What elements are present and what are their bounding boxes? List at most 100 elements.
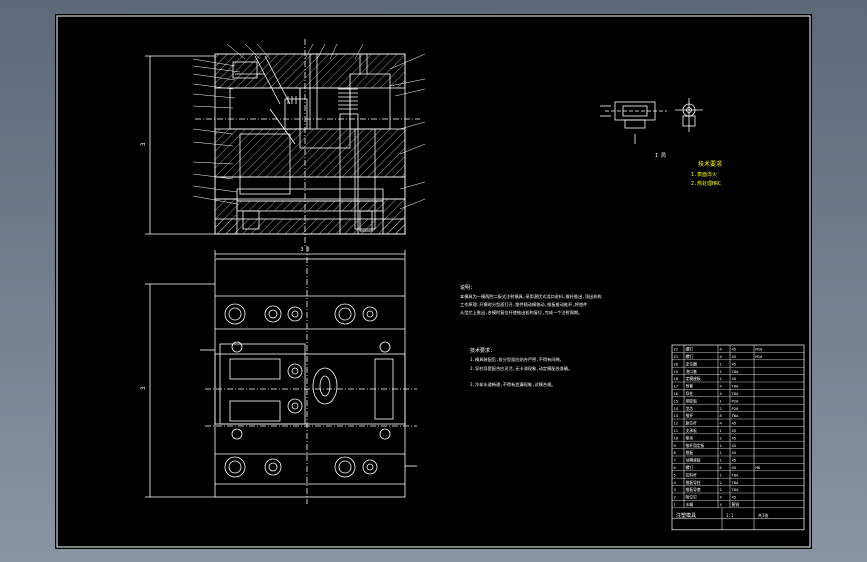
- bom-cell: 11: [674, 428, 679, 433]
- bom-cell: M10: [756, 354, 764, 359]
- bom-cell: 推杆固定板: [686, 443, 705, 448]
- bom-cell: 4: [720, 384, 723, 389]
- bom-cell: 22: [674, 347, 679, 352]
- bom-cell: 推板: [686, 450, 694, 455]
- bom-cell: T8A: [732, 480, 740, 485]
- bom-cell: T8A: [732, 472, 740, 477]
- detail-label: I 局: [655, 153, 666, 159]
- bom-cell: 20: [674, 361, 679, 366]
- bom-cell: 45: [732, 435, 737, 440]
- bom-cell: 螺钉: [686, 347, 694, 352]
- bom-cell: 导柱: [686, 391, 694, 396]
- bom-cell: 动模座板: [686, 458, 701, 463]
- text-block-2-line-2: 2.导柱导套配合应灵活,无卡滞现象,动定模配合准确。: [470, 365, 572, 372]
- title-block-scale: 1:1: [726, 513, 734, 518]
- bom-cell: 1: [674, 502, 677, 507]
- cad-drawing: 3 I 局 技术要求 1.表面淬火 2.热处理HRC: [56, 15, 811, 548]
- text-block-2-line-1: 1.模具装配后,各分型面应贴合严密,不得有间隙。: [470, 356, 564, 363]
- detail-view: [600, 98, 703, 144]
- bom-cell: T8A: [732, 413, 740, 418]
- text-block-1-line-3: 从型芯上推出,合模时复位杆使推出机构复位,完成一个注射周期。: [460, 309, 582, 316]
- bom-cell: 45: [732, 347, 737, 352]
- bom-cell: 推板导套: [686, 487, 701, 492]
- bom-cell: 45: [732, 465, 737, 470]
- bom-cell: 9: [674, 443, 677, 448]
- bom-cell: 45: [732, 443, 737, 448]
- bom-cell: 推杆: [686, 413, 694, 418]
- notes-yellow-line-2: 2.热处理HRC: [691, 180, 721, 187]
- section-view: [145, 39, 426, 246]
- bom-cell: 定模座板: [686, 376, 701, 381]
- bom-cell: 2: [674, 495, 676, 500]
- bom-cell: 1: [720, 361, 723, 366]
- text-block-2-heading: 技术要求:: [470, 347, 493, 354]
- bom-cell: 复位杆: [686, 421, 698, 426]
- bom-cell: 1: [720, 472, 723, 477]
- bom-cell: 17: [674, 384, 679, 389]
- bom-cell: 黄铜: [732, 502, 740, 507]
- bom-cell: 45: [732, 421, 737, 426]
- bom-cell: 12: [674, 421, 679, 426]
- bom-cell: 14: [674, 406, 679, 411]
- bom-cell: 1: [720, 398, 723, 403]
- bom-cell: 45: [732, 376, 737, 381]
- title-block-sheet: 共1张: [758, 512, 768, 518]
- bom-cell: 6: [720, 465, 723, 470]
- bom-cell: M8: [756, 465, 761, 470]
- bom-cell: 7: [674, 458, 676, 463]
- bom-cell: 18: [674, 376, 679, 381]
- bom-cell: 1: [720, 369, 723, 374]
- sheet-border: [56, 15, 811, 548]
- bom-cell: P20: [732, 406, 740, 411]
- bom-cell: 8: [720, 413, 723, 418]
- section-dim-height: 3: [140, 142, 147, 146]
- bom-cell: 3: [674, 487, 676, 492]
- bom-cell: 8: [674, 450, 677, 455]
- bom-cell: 1: [720, 450, 723, 455]
- bom-cell: 45: [732, 495, 737, 500]
- notes-yellow-line-1: 1.表面淬火: [691, 171, 717, 178]
- bom-cell: T8A: [732, 384, 740, 389]
- bom-cell: 拉料杆: [686, 472, 698, 477]
- bom-cell: 19: [674, 369, 679, 374]
- bom-cell: 4: [720, 354, 723, 359]
- bom-cell: 4: [674, 480, 677, 485]
- bom-cell: 1: [720, 443, 723, 448]
- plan-dim-width: 3 0: [300, 247, 309, 253]
- bom-cell: 2: [720, 480, 722, 485]
- bom-cell: 45: [732, 458, 737, 463]
- bom-cell: 4: [720, 391, 723, 396]
- text-block-1-line-2: 工作原理:开模时分型面打开,塑件随动模移动,推板推动推杆,将塑件: [460, 301, 587, 308]
- text-block-1-line-1: 本模具为一模两腔二板式注射模具,采用潜伏式浇口进料,推杆推出,顶出机构: [460, 293, 602, 300]
- bom-cell: 6: [674, 465, 677, 470]
- bom-cell: 型腔板: [686, 398, 698, 403]
- bom-cell: 螺钉: [686, 354, 694, 359]
- bom-cell: 型芯: [686, 406, 694, 411]
- bom-cell: 16: [674, 391, 679, 396]
- bom-cell: 13: [674, 413, 679, 418]
- bom-cell: T8A: [732, 369, 740, 374]
- bom-cell: 浇口套: [686, 369, 698, 374]
- bom-cell: 45: [732, 428, 737, 433]
- plan-dim-height: 3: [140, 386, 147, 390]
- bom-cell: 4: [720, 495, 723, 500]
- bom-cell: 4: [720, 421, 723, 426]
- bom-cell: T8A: [732, 487, 740, 492]
- bom-cell: 定位圈: [686, 361, 698, 366]
- bom-cell: 15: [674, 398, 679, 403]
- bom-cell: 5: [674, 472, 676, 477]
- bom-cell: 45: [732, 361, 737, 366]
- bom-cell: M10: [756, 347, 764, 352]
- bom-cell: 垫块: [686, 435, 694, 440]
- bom-cell: 1: [720, 376, 723, 381]
- title-block-title: 注塑模具: [676, 512, 696, 519]
- bom-cell: 45: [732, 450, 737, 455]
- text-block-2-line-3: 3.冷却水道畅通,不得有泄漏现象,试模合格。: [470, 381, 555, 388]
- notes-yellow-title: 技术要求: [698, 160, 722, 168]
- bom-cell: 21: [674, 354, 679, 359]
- drawing-sheet: 3 I 局 技术要求 1.表面淬火 2.热处理HRC: [55, 14, 812, 549]
- bom-cell: 10: [674, 435, 679, 440]
- bom-cell: 4: [720, 502, 723, 507]
